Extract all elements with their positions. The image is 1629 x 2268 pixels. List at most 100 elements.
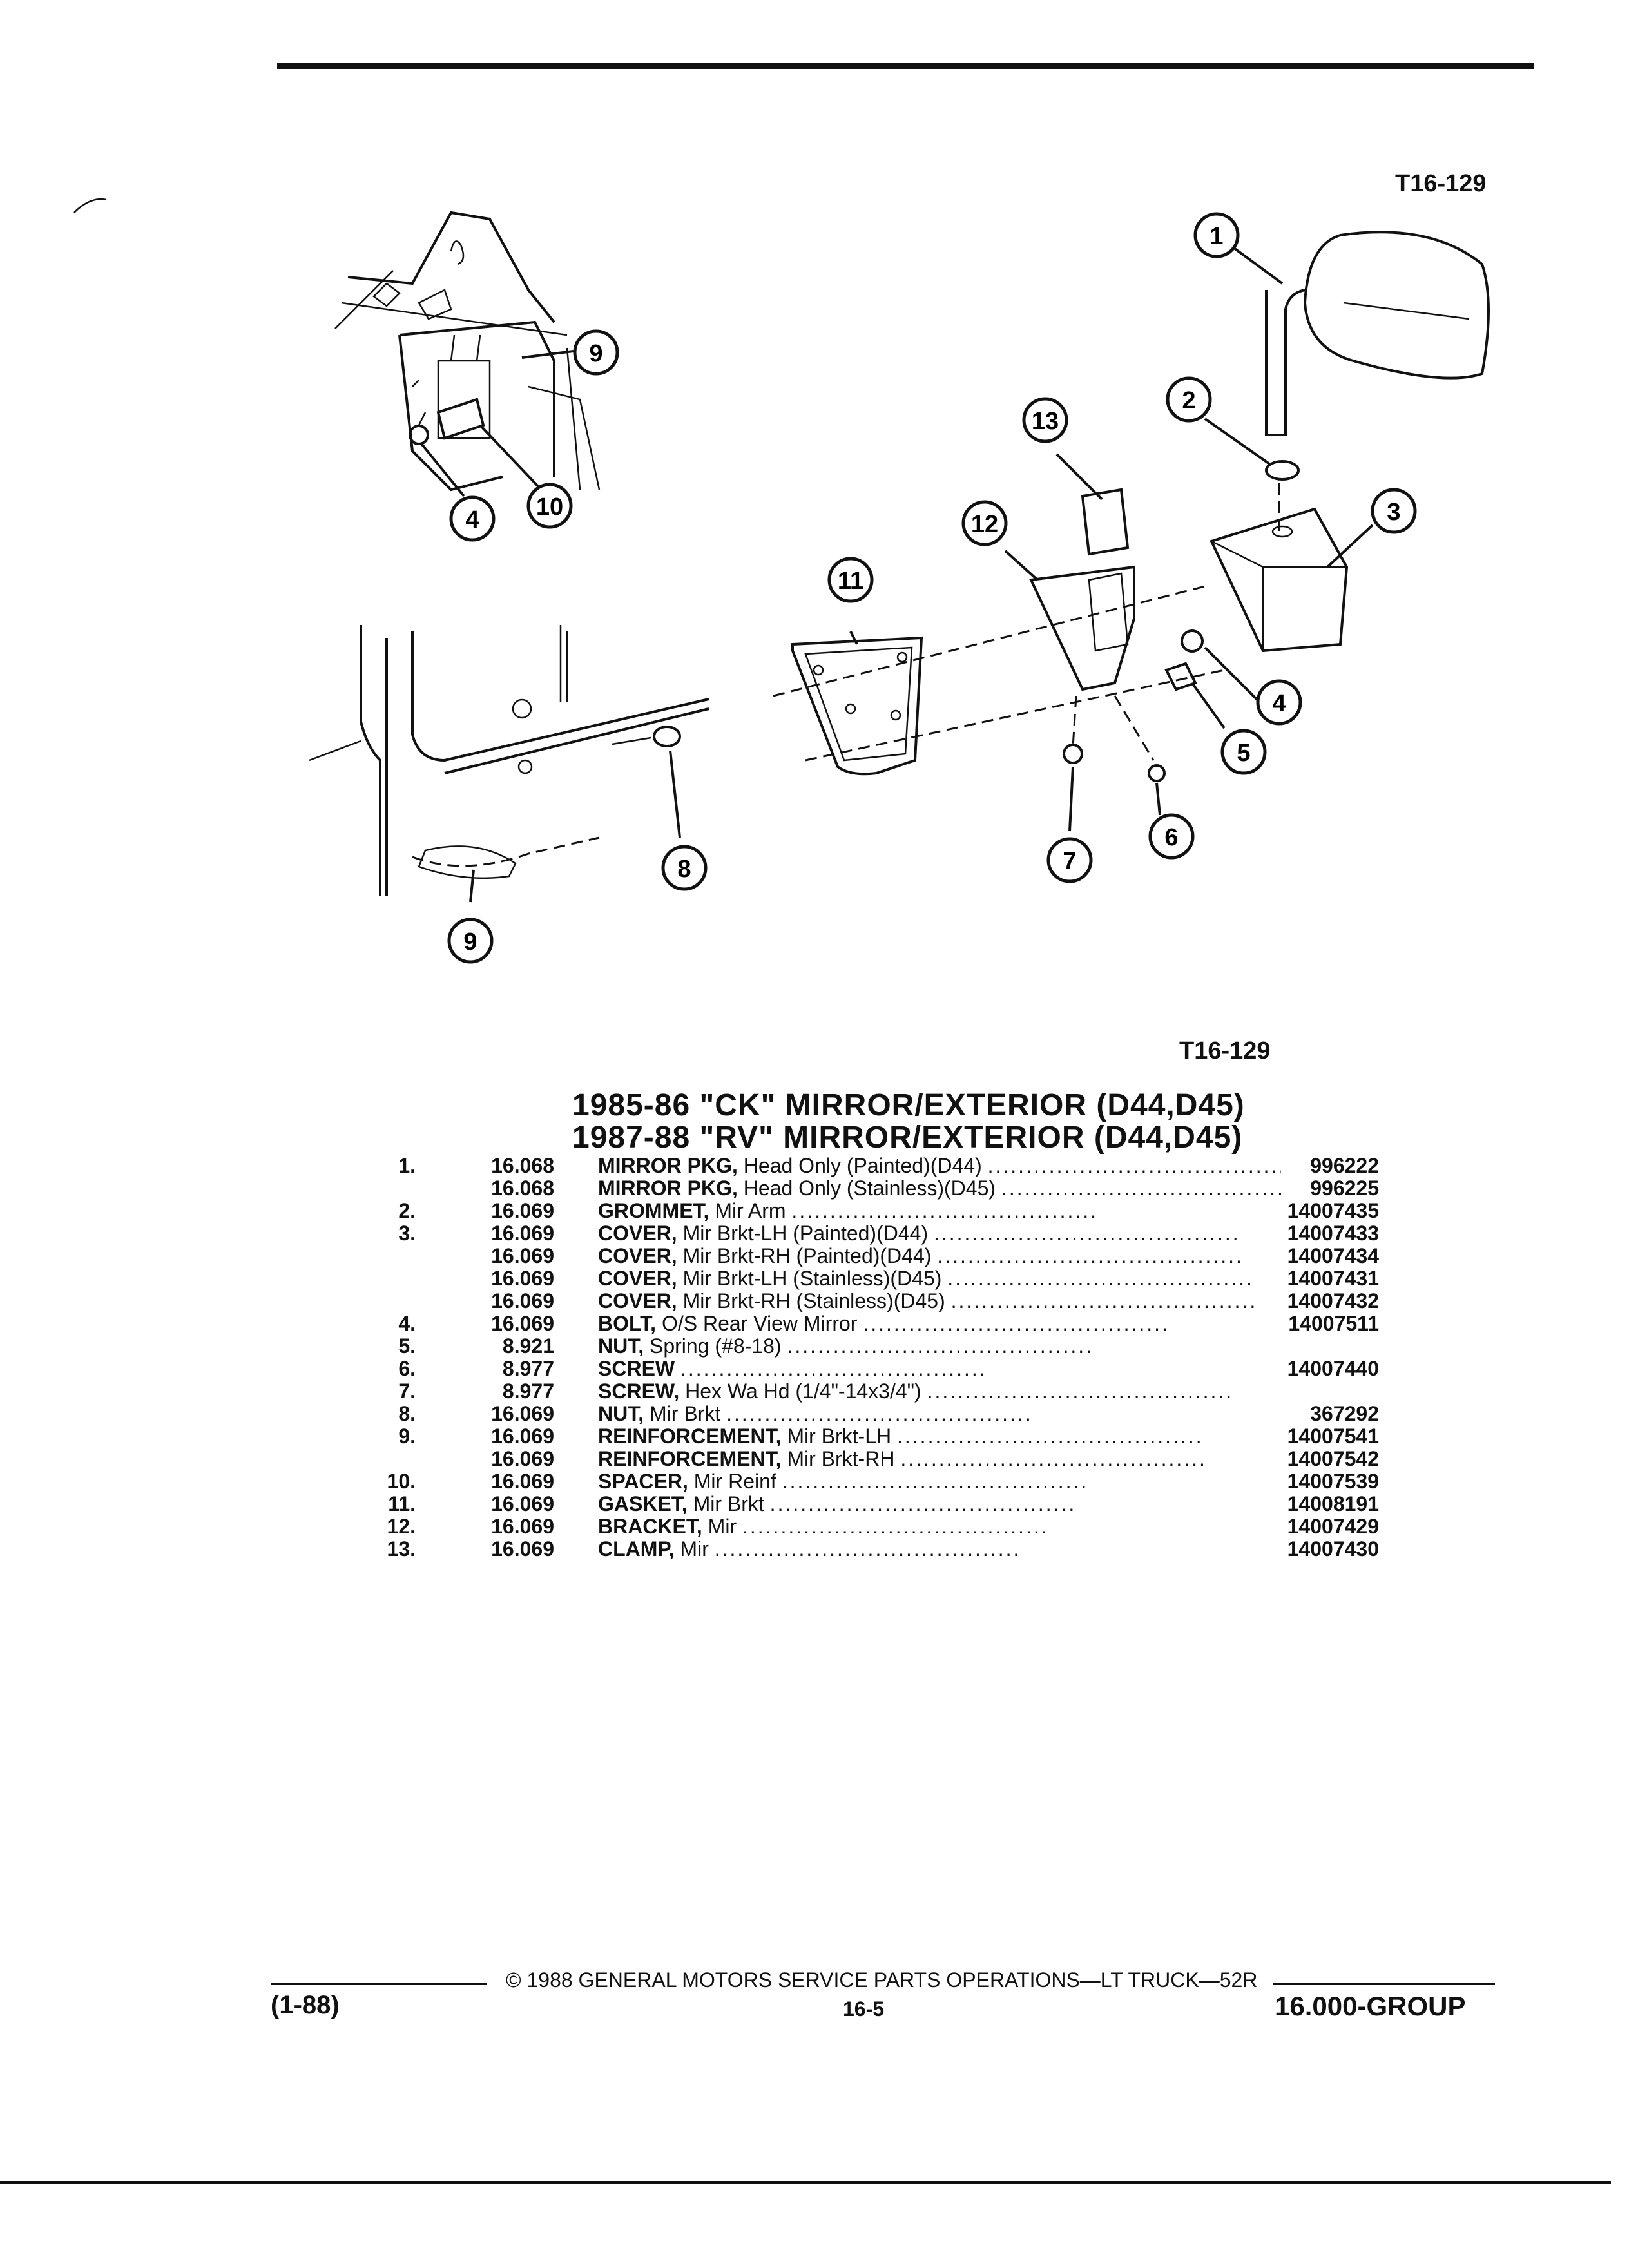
part-detail: Mir Brkt <box>693 1493 764 1515</box>
footer-rule-left <box>271 1983 487 1985</box>
svg-text:4: 4 <box>1272 690 1286 717</box>
item-number: 9. <box>398 1425 416 1448</box>
leader-dots: ........................................ <box>927 1380 1234 1403</box>
scan-mark <box>73 198 107 213</box>
part-name: SCREW, <box>598 1380 680 1403</box>
grommet-shape <box>1265 460 1300 481</box>
item-number: 13. <box>387 1537 416 1561</box>
bracket-cover-shape <box>1210 507 1349 653</box>
callout-2: 2 <box>1166 376 1212 423</box>
callout-9-top: 9 <box>573 329 619 376</box>
item-number: 2. <box>398 1199 416 1222</box>
callout-6: 6 <box>1148 813 1195 860</box>
part-number: 14008191 <box>1287 1492 1379 1515</box>
group-number: 16.069 <box>491 1267 554 1290</box>
nut-shape <box>653 726 681 747</box>
part-description: COVER, Mir Brkt-RH (Stainless)(D45) ....… <box>598 1290 1281 1312</box>
part-name: BOLT, <box>598 1312 657 1335</box>
leader-dots: ........................................ <box>933 1222 1240 1245</box>
footer-rule-right <box>1273 1983 1495 1985</box>
part-detail: Mir Brkt-RH (Stainless)(D45) <box>682 1290 945 1312</box>
callout-3: 3 <box>1371 488 1417 534</box>
parts-row: 12. 16.069 BRACKET, Mir ..................… <box>361 1515 1379 1538</box>
part-description: BOLT, O/S Rear View Mirror .............… <box>598 1312 1281 1335</box>
bracket-shape <box>1029 565 1135 691</box>
part-detail: Mir Brkt-LH (Painted)(D44) <box>682 1222 929 1245</box>
callout-7: 7 <box>1046 837 1093 883</box>
part-detail: Mir <box>680 1538 709 1561</box>
group-number: 16.069 <box>491 1515 554 1538</box>
leader-dots: ........................................ <box>769 1493 1077 1515</box>
part-description: SCREW ..................................… <box>598 1358 1281 1380</box>
part-name: BRACKET, <box>598 1515 702 1538</box>
callout-12: 12 <box>961 500 1008 546</box>
item-number: 5. <box>398 1334 416 1358</box>
section-title-rv: 1987-88 "RV" MIRROR/EXTERIOR (D44,D45) <box>572 1120 1243 1155</box>
leader-dots: ........................................ <box>947 1267 1254 1290</box>
clamp-shape <box>1081 488 1130 556</box>
part-detail: Mir Brkt <box>650 1403 721 1425</box>
svg-text:5: 5 <box>1237 740 1250 767</box>
part-number: 14007511 <box>1288 1312 1379 1335</box>
group-number: 16.069 <box>491 1199 554 1222</box>
part-name: GROMMET, <box>598 1200 709 1222</box>
callout-4-left: 4 <box>449 495 496 542</box>
leader-dots: ........................................ <box>897 1425 1204 1448</box>
part-description: REINFORCEMENT, Mir Brkt-LH .............… <box>598 1425 1281 1448</box>
svg-text:1: 1 <box>1210 223 1223 250</box>
callout-10: 10 <box>526 483 573 529</box>
svg-text:8: 8 <box>677 856 691 883</box>
leader-dots: ........................................ <box>782 1470 1089 1493</box>
item-number: 6. <box>398 1357 416 1380</box>
group-number: 8.921 <box>502 1334 554 1358</box>
part-name: NUT, <box>598 1403 644 1425</box>
drawing-code-bottom: T16-129 <box>1179 1037 1271 1064</box>
item-number: 10. <box>387 1470 416 1493</box>
item-number: 1. <box>398 1154 416 1177</box>
mirror-assembly <box>773 231 1490 782</box>
callout-11: 11 <box>827 557 874 603</box>
part-description: BRACKET, Mir ...........................… <box>598 1515 1281 1538</box>
part-name: COVER, <box>598 1222 677 1245</box>
leader-lines <box>421 247 1374 903</box>
part-description: MIRROR PKG, Head Only (Painted)(D44) ...… <box>598 1155 1281 1177</box>
part-number: 14007430 <box>1287 1537 1379 1561</box>
part-detail: Head Only (Stainless)(D45) <box>743 1177 996 1200</box>
part-description: REINFORCEMENT, Mir Brkt-RH .............… <box>598 1448 1281 1470</box>
item-number: 3. <box>398 1222 416 1245</box>
callout-1: 1 <box>1193 212 1240 258</box>
part-detail: Mir Brkt-LH (Stainless)(D45) <box>682 1267 942 1290</box>
item-number: 4. <box>398 1312 416 1335</box>
part-number: 14007440 <box>1287 1357 1379 1380</box>
item-number: 12. <box>387 1515 416 1538</box>
door-exterior-view <box>309 625 709 896</box>
bolt-head <box>409 425 429 445</box>
part-description: COVER, Mir Brkt-LH (Stainless)(D45) ....… <box>598 1267 1281 1290</box>
part-description: MIRROR PKG, Head Only (Stainless)(D45) .… <box>598 1177 1281 1200</box>
item-number: 11. <box>388 1492 416 1515</box>
part-name: SCREW <box>598 1358 675 1380</box>
part-detail: Spring (#8-18) <box>650 1335 782 1358</box>
part-name: COVER, <box>598 1245 677 1267</box>
part-number: 996225 <box>1310 1177 1379 1200</box>
leader-dots: ........................................ <box>863 1312 1170 1335</box>
svg-text:10: 10 <box>536 494 563 521</box>
spacer-shape <box>436 398 485 440</box>
part-detail: Mir Brkt-RH <box>787 1448 895 1470</box>
part-number: 14007429 <box>1287 1515 1379 1538</box>
footer-group: 16.000-GROUP <box>1275 1991 1466 2021</box>
part-description: SPACER, Mir Reinf ......................… <box>598 1470 1281 1493</box>
mirror-head <box>1303 231 1490 380</box>
part-detail: Mir Reinf <box>693 1470 776 1493</box>
part-detail: O/S Rear View Mirror <box>661 1312 858 1335</box>
